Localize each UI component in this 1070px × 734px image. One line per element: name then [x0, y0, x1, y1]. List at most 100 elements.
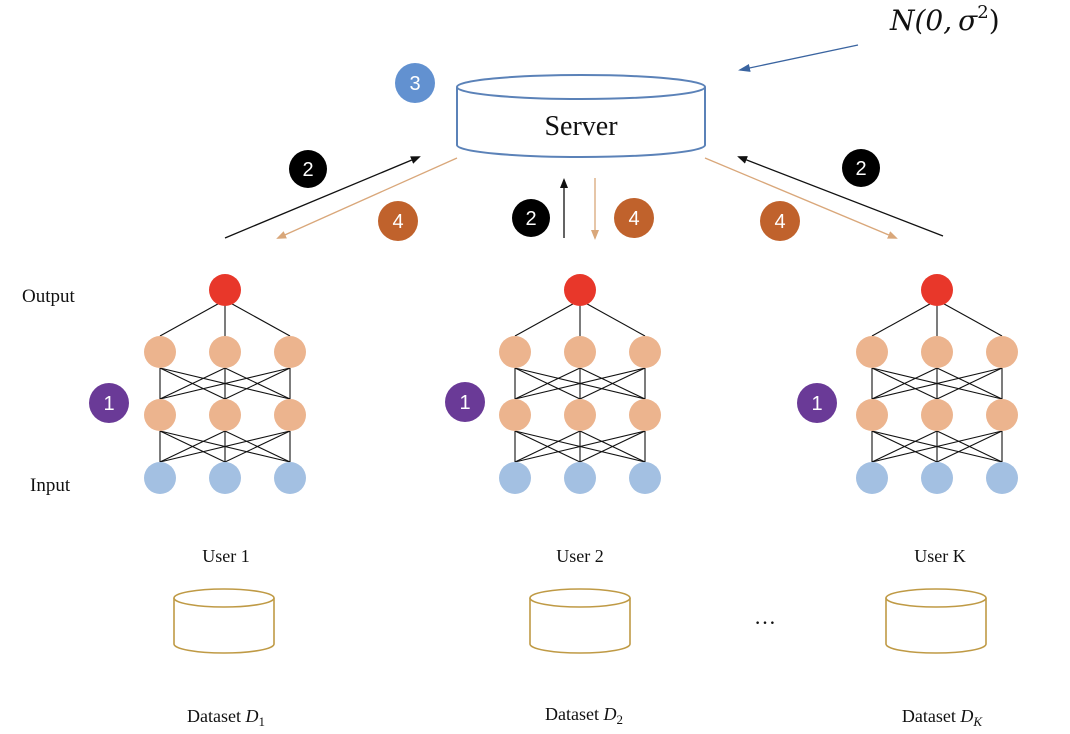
server-top [456, 74, 706, 100]
upload-arrow-user-1 [224, 156, 421, 239]
network-edge [936, 367, 1003, 400]
hidden-node [921, 399, 953, 431]
network-edge [579, 430, 646, 463]
step-2-badge-user-k: 2 [842, 149, 880, 187]
more-users-ellipsis: … [754, 604, 776, 629]
step-2-badge-user-1: 2 [289, 150, 327, 188]
hidden-node [856, 399, 888, 431]
step-4-badge-user-k: 4 [760, 201, 800, 241]
network-edge [159, 367, 291, 400]
dataset-2-cylinder [529, 588, 631, 654]
step-4-badge-user-2: 4 [614, 198, 654, 238]
hidden-node [499, 336, 531, 368]
network-edge [514, 367, 646, 400]
network-edge [159, 299, 226, 337]
svg-text:4: 4 [628, 208, 639, 230]
dataset-k-cylinder [885, 588, 987, 654]
hidden-node [564, 399, 596, 431]
dataset-1-cylinder [173, 588, 275, 654]
step-2-badge-user-2: 2 [512, 199, 550, 237]
input-node [921, 462, 953, 494]
output-node [209, 274, 241, 306]
user-k-network [856, 274, 1018, 494]
dataset-k-label: Dataset DK [902, 706, 983, 729]
step-1-badge-user-2: 1 [445, 382, 485, 422]
user-2-label: User 2 [556, 546, 604, 566]
hidden-node [629, 336, 661, 368]
input-node [274, 462, 306, 494]
network-edge [936, 299, 1003, 337]
hidden-node [274, 399, 306, 431]
network-edge [224, 367, 291, 400]
network-edge [871, 430, 1003, 463]
input-node [499, 462, 531, 494]
input-node [629, 462, 661, 494]
svg-text:1: 1 [103, 393, 114, 415]
svg-text:4: 4 [774, 211, 785, 233]
hidden-node [856, 336, 888, 368]
svg-text:4: 4 [392, 211, 403, 233]
output-node [564, 274, 596, 306]
user-2-network [499, 274, 661, 494]
server: Server [456, 74, 706, 158]
network-edge [514, 367, 581, 400]
network-edge [224, 299, 291, 337]
network-edge [224, 430, 291, 463]
upload-arrow-user-k [737, 156, 944, 237]
network-edge [159, 430, 226, 463]
hidden-node [144, 336, 176, 368]
input-node [564, 462, 596, 494]
input-node [144, 462, 176, 494]
server-label: Server [544, 111, 618, 142]
noise-arrow [738, 44, 859, 72]
dataset-1-label: Dataset D1 [187, 706, 265, 729]
user-1-label: User 1 [202, 546, 250, 566]
broadcast-arrow-user-k [704, 157, 898, 239]
network-edge [514, 430, 646, 463]
hidden-node [274, 336, 306, 368]
step-1-badge-user-1: 1 [89, 383, 129, 423]
hidden-node [986, 399, 1018, 431]
noise-distribution-label: N(0,σ2) [889, 2, 1000, 37]
network-edge [579, 367, 646, 400]
user-1-network [144, 274, 306, 494]
svg-text:2: 2 [302, 159, 313, 181]
hidden-node [986, 336, 1018, 368]
hidden-node [921, 336, 953, 368]
network-edge [871, 299, 938, 337]
svg-text:3: 3 [409, 73, 420, 95]
hidden-node [564, 336, 596, 368]
hidden-node [144, 399, 176, 431]
output-layer-label: Output [22, 286, 76, 307]
dataset-2-label: Dataset D2 [545, 704, 623, 727]
network-edge [514, 299, 581, 337]
server-body [456, 87, 706, 158]
hidden-node [209, 336, 241, 368]
network-edge [514, 430, 581, 463]
hidden-node [499, 399, 531, 431]
hidden-node [209, 399, 241, 431]
svg-text:2: 2 [525, 208, 536, 230]
network-edge [871, 367, 1003, 400]
network-edge [579, 299, 646, 337]
input-layer-label: Input [30, 475, 71, 496]
network-edge [936, 430, 1003, 463]
input-node [856, 462, 888, 494]
network-edge [159, 430, 291, 463]
network-edge [871, 430, 938, 463]
svg-text:2: 2 [855, 158, 866, 180]
network-edge [159, 367, 226, 400]
svg-text:1: 1 [811, 393, 822, 415]
broadcast-arrow-user-1 [276, 157, 458, 239]
svg-text:1: 1 [459, 392, 470, 414]
input-node [209, 462, 241, 494]
input-node [986, 462, 1018, 494]
step-1-badge-user-k: 1 [797, 383, 837, 423]
hidden-node [629, 399, 661, 431]
user-k-label: User K [914, 546, 966, 566]
output-node [921, 274, 953, 306]
network-edge [871, 367, 938, 400]
step-3-badge: 3 [395, 63, 435, 103]
step-4-badge-user-1: 4 [378, 201, 418, 241]
